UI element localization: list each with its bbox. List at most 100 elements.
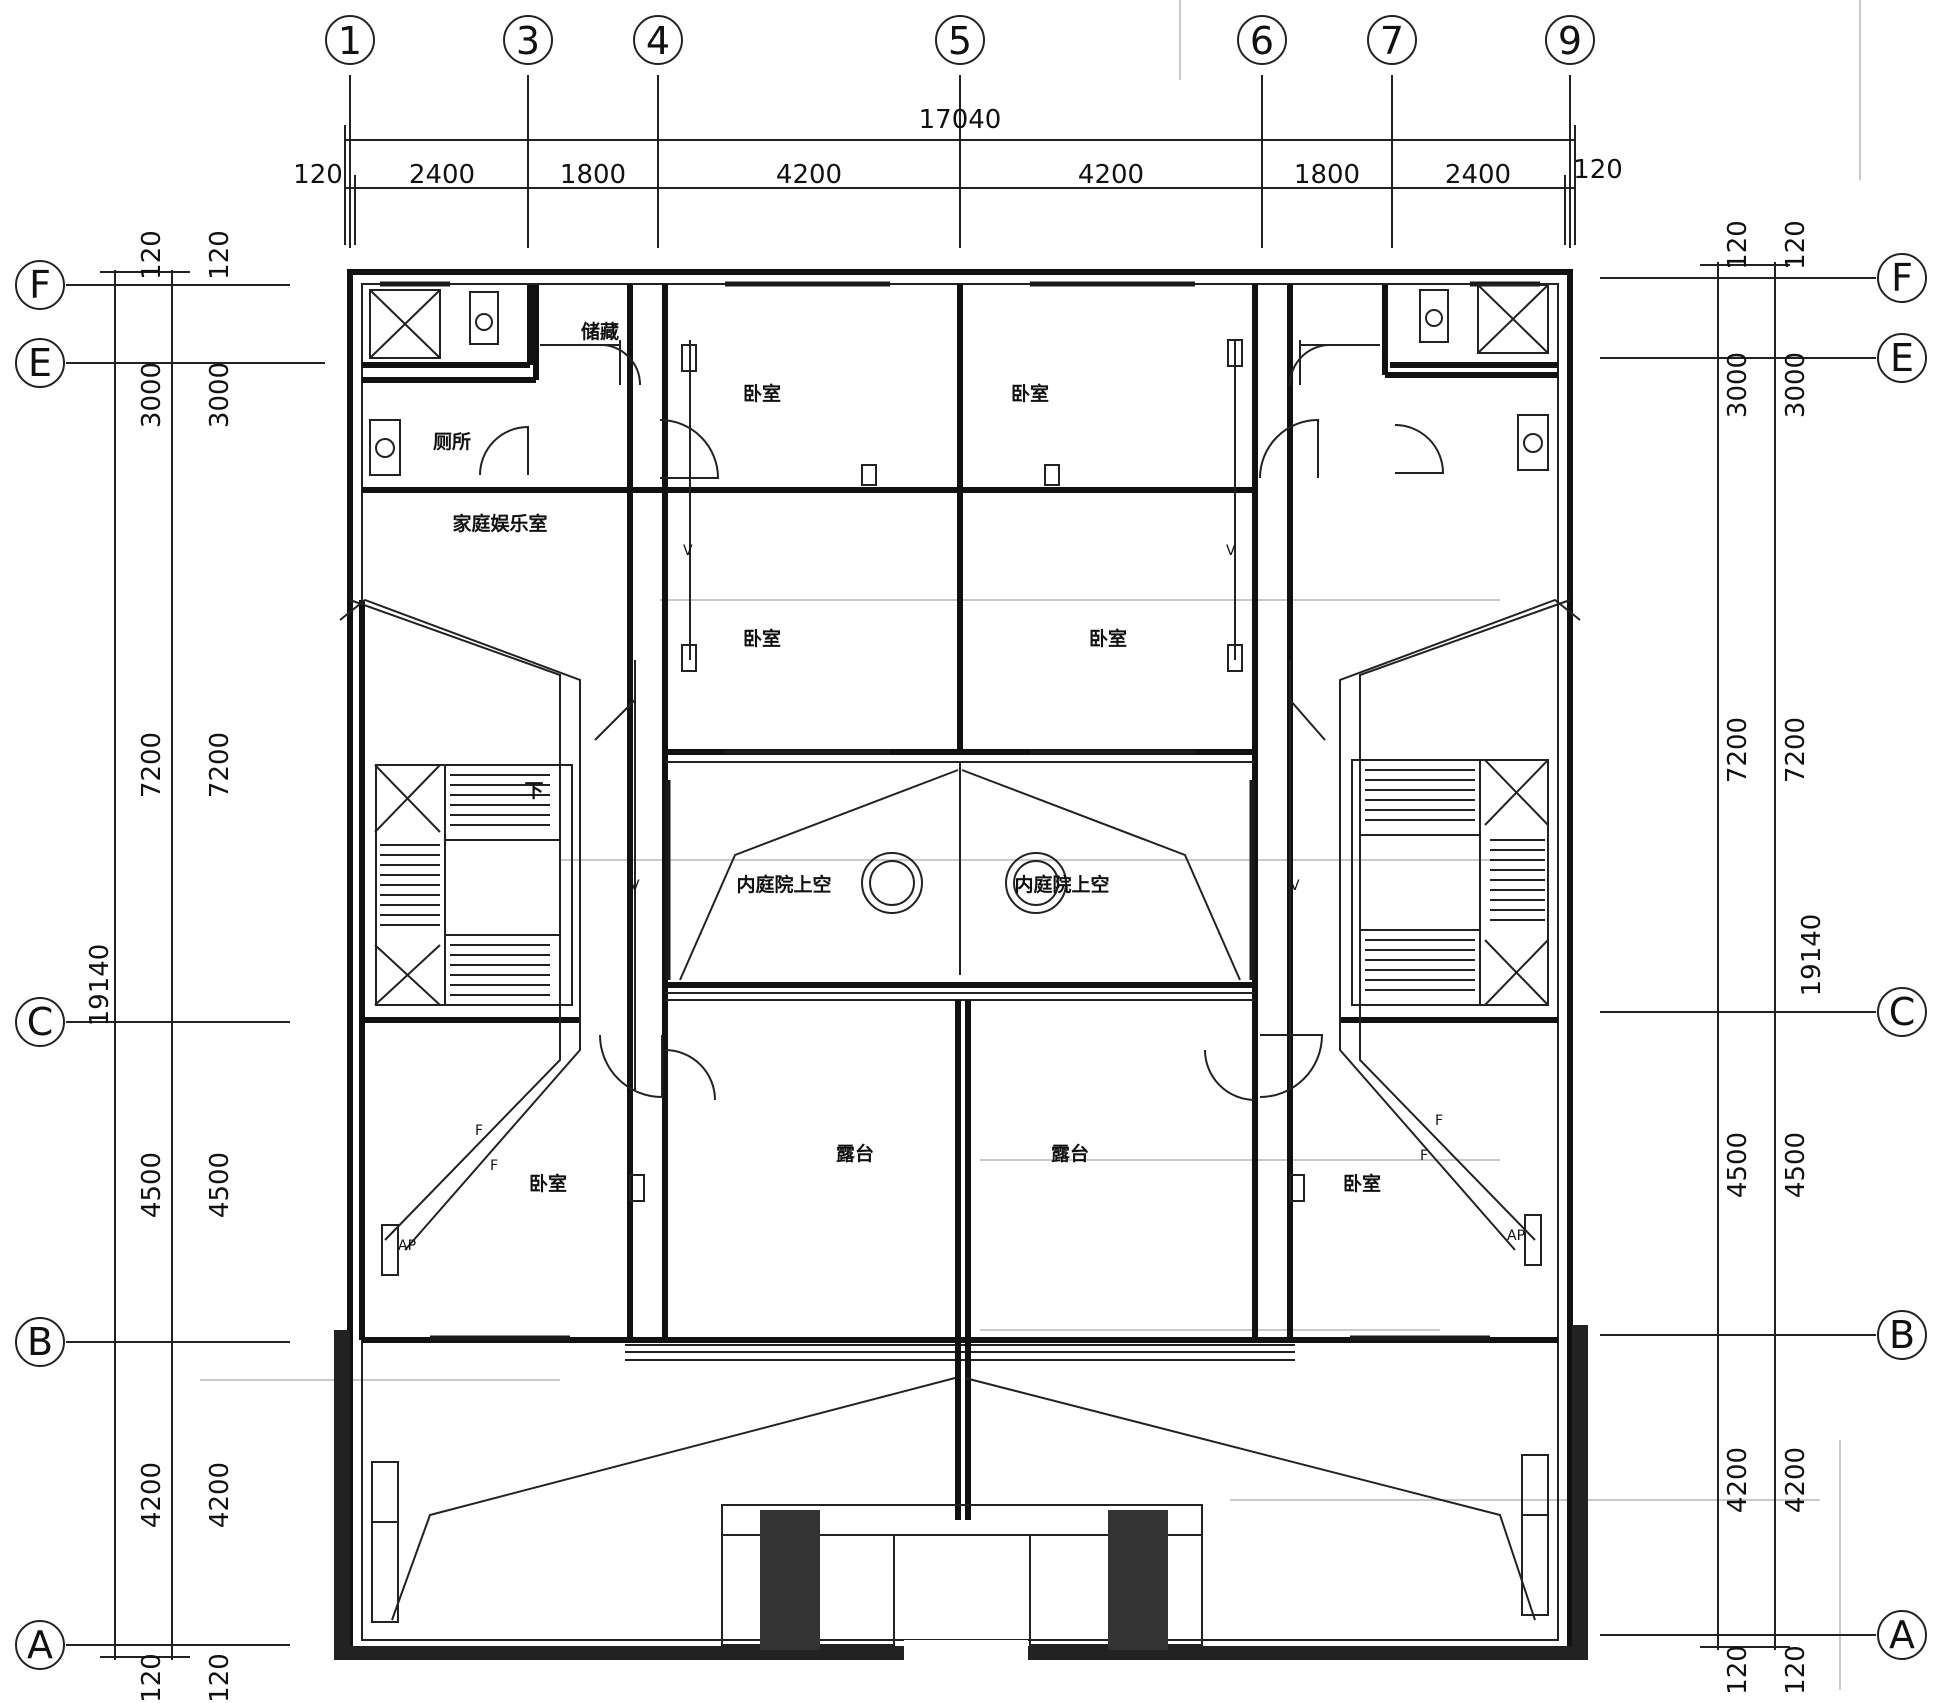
f-tag-left-2: F: [490, 1158, 498, 1174]
electrical-runs: [339, 340, 1581, 1251]
f-tag-right-1: F: [1435, 1113, 1443, 1129]
ap-tag-left: AP: [398, 1238, 416, 1254]
svg-text:A: A: [1889, 1613, 1915, 1657]
axis-bubble-A-left: A: [15, 1620, 65, 1670]
room-courtyard-void-1: 内庭院上空: [736, 873, 831, 896]
svg-text:120: 120: [137, 230, 167, 280]
svg-text:E: E: [1890, 336, 1914, 380]
axis-bubble-B-right: B: [1877, 1310, 1927, 1360]
axis-bubble-F-right: F: [1877, 253, 1927, 303]
svg-text:E: E: [28, 341, 52, 385]
svg-text:3000: 3000: [1781, 352, 1811, 418]
room-bedroom-6: 卧室: [1343, 1172, 1381, 1195]
room-bedroom-1: 卧室: [743, 382, 781, 405]
axis-bubble-B-left: B: [15, 1317, 65, 1367]
stairs-right: [1359, 759, 1549, 1006]
svg-text:3000: 3000: [137, 362, 167, 428]
axis-bubble-7: 7: [1367, 15, 1417, 65]
svg-text:C: C: [1889, 990, 1916, 1034]
svg-text:4200: 4200: [1781, 1447, 1811, 1513]
dimension-left: 19140 120 3000 7200 4500 4200 120 120 30…: [85, 230, 235, 1703]
ap-tag-right: AP: [1507, 1228, 1525, 1244]
dim-top-7: 120: [1573, 155, 1623, 185]
v-tag-left: V: [683, 543, 693, 559]
svg-text:F: F: [1891, 256, 1913, 300]
svg-text:7: 7: [1380, 19, 1404, 63]
room-terrace-1: 露台: [836, 1142, 874, 1165]
svg-text:7200: 7200: [205, 732, 235, 798]
dim-overall-right: 19140: [1797, 914, 1827, 997]
svg-text:6: 6: [1250, 19, 1274, 63]
axis-bubble-C-left: C: [15, 997, 65, 1047]
axis-bubble-A-right: A: [1877, 1610, 1927, 1660]
svg-text:120: 120: [1723, 1645, 1753, 1695]
stair-down: 下: [524, 780, 543, 802]
room-bedroom-5: 卧室: [529, 1172, 567, 1195]
background-bleed: [200, 0, 1861, 1690]
svg-text:9: 9: [1558, 19, 1582, 63]
svg-text:5: 5: [948, 19, 972, 63]
room-bedroom-4: 卧室: [1089, 627, 1127, 650]
svg-text:4200: 4200: [1723, 1447, 1753, 1513]
axis-bubble-F-left: F: [15, 260, 65, 310]
svg-text:120: 120: [1781, 1645, 1811, 1695]
dim-overall-left: 19140: [85, 944, 115, 1027]
axis-bubble-5: 5: [935, 15, 985, 65]
f-tag-right-2: F: [1420, 1148, 1428, 1164]
svg-text:4500: 4500: [205, 1152, 235, 1218]
room-courtyard-void-2: 内庭院上空: [1014, 873, 1109, 896]
svg-text:4500: 4500: [1781, 1132, 1811, 1198]
svg-text:4500: 4500: [137, 1152, 167, 1218]
toilet-fixtures: [369, 284, 1549, 486]
dim-top-4: 4200: [1078, 160, 1144, 190]
dim-top-1: 2400: [409, 160, 475, 190]
f-tag-left-1: F: [475, 1123, 483, 1139]
svg-text:4200: 4200: [205, 1462, 235, 1528]
courtyard-void: [679, 769, 1241, 981]
svg-text:F: F: [29, 263, 51, 307]
svg-text:1: 1: [338, 19, 362, 63]
svg-text:C: C: [27, 1000, 54, 1044]
room-terrace-2: 露台: [1051, 1142, 1089, 1165]
v-tag-left-2: V: [630, 878, 640, 894]
dim-top-6: 2400: [1445, 160, 1511, 190]
svg-text:120: 120: [205, 1653, 235, 1703]
svg-text:120: 120: [137, 1653, 167, 1703]
svg-text:4200: 4200: [137, 1462, 167, 1528]
room-bedroom-3: 卧室: [743, 627, 781, 650]
axis-grid: 1 3 4 5 6 7 9 F E C B A F E C B A: [15, 15, 1927, 1670]
svg-text:4: 4: [646, 19, 670, 63]
dim-top-3: 4200: [776, 160, 842, 190]
svg-text:7200: 7200: [137, 732, 167, 798]
dim-overall-top: 17040: [919, 105, 1002, 135]
svg-text:A: A: [27, 1623, 53, 1667]
door-swings: [479, 344, 1445, 1101]
svg-text:7200: 7200: [1781, 717, 1811, 783]
svg-text:120: 120: [205, 230, 235, 280]
dim-top-2: 1800: [560, 160, 626, 190]
svg-text:3000: 3000: [205, 362, 235, 428]
svg-text:4500: 4500: [1723, 1132, 1753, 1198]
svg-text:3000: 3000: [1723, 352, 1753, 418]
room-bedroom-2: 卧室: [1011, 382, 1049, 405]
axis-bubble-1: 1: [325, 15, 375, 65]
svg-text:7200: 7200: [1723, 717, 1753, 783]
axis-bubble-9: 9: [1545, 15, 1595, 65]
equipment-tags: AP AP V V V V F F F F: [381, 339, 1542, 1276]
building-walls: [334, 269, 1588, 1662]
dim-top-5: 1800: [1294, 160, 1360, 190]
room-labels: 储藏 厕所 家庭娱乐室 卧室 卧室 卧室 卧室 下 内庭院上空 内庭院上空 露台…: [433, 320, 1381, 1195]
axis-bubble-6: 6: [1237, 15, 1287, 65]
axis-bubble-C-right: C: [1877, 987, 1927, 1037]
v-tag-right-2: V: [1290, 878, 1300, 894]
terrace-roof-lines: [371, 1377, 1549, 1623]
dimension-right: 19140 120 3000 7200 4500 4200 120 120 30…: [1700, 220, 1827, 1695]
dim-top-0: 120: [293, 160, 343, 190]
svg-text:3: 3: [516, 19, 540, 63]
svg-text:B: B: [1889, 1313, 1915, 1357]
room-family: 家庭娱乐室: [452, 512, 547, 535]
svg-text:120: 120: [1781, 220, 1811, 270]
svg-text:120: 120: [1723, 220, 1753, 270]
svg-text:B: B: [27, 1320, 53, 1364]
